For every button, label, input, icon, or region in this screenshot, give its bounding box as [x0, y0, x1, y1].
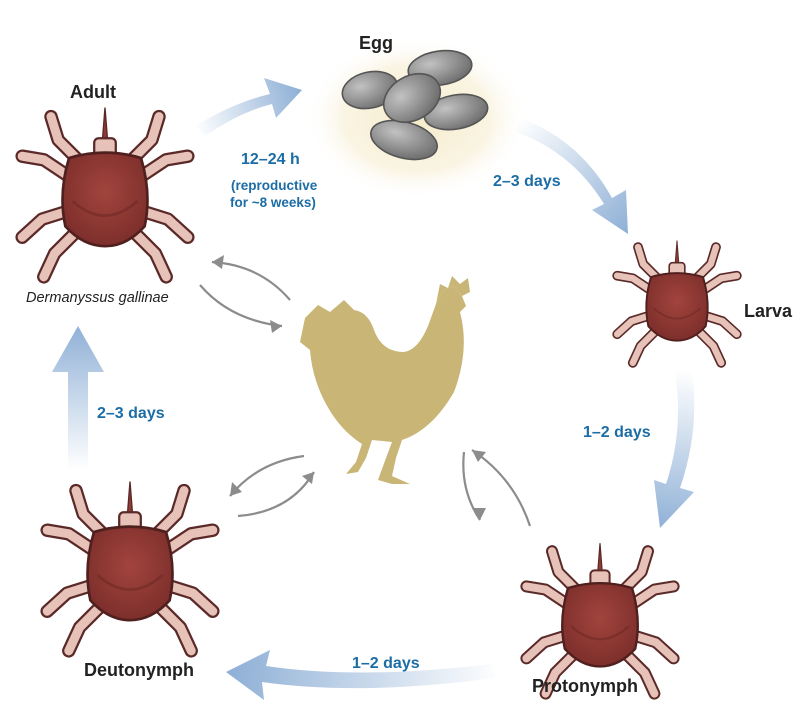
hen-silhouette-icon	[300, 286, 466, 484]
duration-larva-to-protonymph: 1–2 days	[583, 424, 651, 441]
species-name: Dermanyssus gallinae	[26, 290, 169, 306]
duration-protonymph-to-deutonymph: 1–2 days	[352, 655, 420, 672]
duration-note-line-2: for ~8 weeks)	[230, 195, 316, 210]
stage-label-egg: Egg	[359, 33, 393, 53]
cycle-arrow-icon	[195, 78, 302, 136]
hen-comb	[436, 276, 470, 304]
stage-label-protonymph: Protonymph	[532, 676, 638, 696]
cycle-arrow-icon	[52, 326, 104, 470]
mite-icon	[22, 108, 188, 277]
cycle-arrow-icon	[654, 372, 695, 528]
cycle-arrow-icon	[226, 650, 495, 700]
mite-icon	[617, 241, 737, 363]
stage-label-adult: Adult	[70, 82, 116, 102]
stage-label-larva: Larva	[744, 301, 793, 321]
egg-cluster-icon	[341, 49, 489, 161]
feeding-arrowheads	[212, 255, 486, 520]
duration-note-line-1: (reproductive	[231, 178, 318, 193]
duration-egg-to-larva: 2–3 days	[493, 173, 561, 190]
mite-icon	[47, 482, 213, 651]
duration-adult-to-egg: 12–24 h	[241, 151, 300, 168]
mite-icon	[526, 543, 673, 693]
duration-deutonymph-to-adult: 2–3 days	[97, 405, 165, 422]
stage-label-deutonymph: Deutonymph	[84, 660, 194, 680]
